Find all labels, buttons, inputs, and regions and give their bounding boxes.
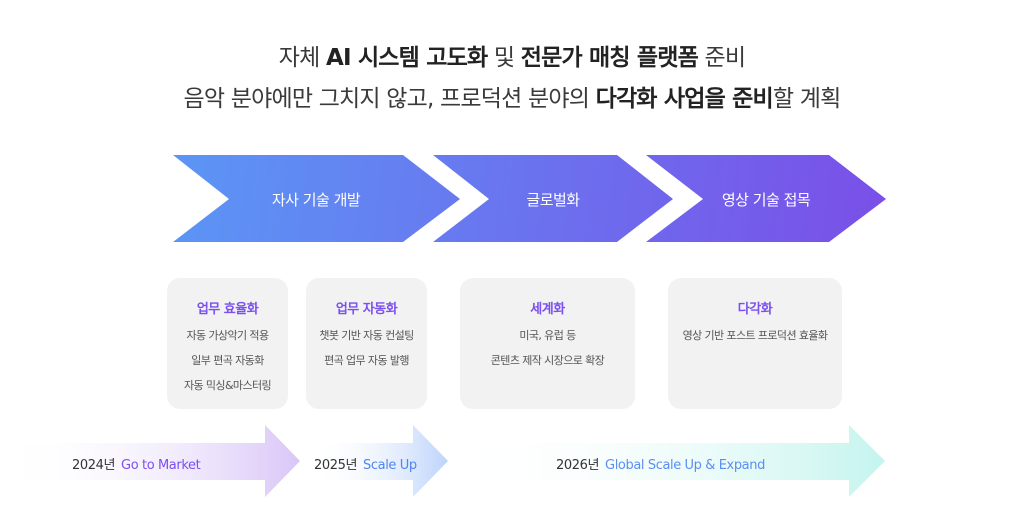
card-line: 미국, 유럽 등 [519, 329, 576, 342]
card-line: 자동 믹싱&마스터링 [183, 379, 272, 392]
headline-text: 할 계획 [772, 86, 841, 112]
timeline-arrow-2026 [455, 425, 885, 497]
card-line: 자동 가상악기 적용 [186, 329, 270, 342]
timeline-tagline: Global Scale Up & Expand [605, 458, 765, 473]
card-title: 다각화 [737, 302, 773, 317]
headline-line-1: 자체 AI 시스템 고도화 및 전문가 매칭 플랫폼 준비 [0, 38, 1024, 72]
stage-chevron-1 [173, 155, 460, 242]
headline-line-2: 음악 분야에만 그치지 않고, 프로덕션 분야의 다각화 사업을 준비할 계획 [0, 79, 1024, 113]
timeline-year: 2025년 [314, 458, 358, 473]
card-efficiency: 업무 효율화 자동 가상악기 적용 일부 편곡 자동화 자동 믹싱&마스터링 [167, 278, 288, 409]
stage-label-1: 자사 기술 개발 [271, 191, 361, 209]
headline-text: 및 [487, 45, 521, 71]
stage-label-2: 글로벌화 [526, 191, 580, 209]
timeline-arrow-2025 [310, 425, 448, 497]
card-diversification: 다각화 영상 기반 포스트 프로덕션 효율화 [668, 278, 842, 409]
timeline-label-2025: 2025년 Scale Up [314, 454, 417, 473]
headline-text: 준비 [698, 45, 747, 71]
card-title: 업무 자동화 [335, 302, 398, 317]
card-line: 일부 편곡 자동화 [191, 354, 264, 367]
card-line: 콘텐츠 제작 시장으로 확장 [490, 354, 605, 367]
card-line: 영상 기반 포스트 프로덕션 효율화 [682, 329, 828, 342]
headline-text: 음악 분야에만 그치지 않고, 프로덕션 분야의 [183, 86, 596, 112]
timeline-tagline: Scale Up [363, 458, 417, 473]
timeline-year: 2026년 [556, 458, 600, 473]
headline-emphasis: 전문가 매칭 플랫폼 [520, 45, 699, 71]
stage-chevron-2 [433, 155, 673, 242]
headline-text: 자체 [278, 45, 326, 71]
card-automation: 업무 자동화 챗봇 기반 자동 컨설팅 편곡 업무 자동 발행 [306, 278, 427, 409]
timeline-label-2024: 2024년 Go to Market [72, 454, 201, 473]
headline-emphasis: AI 시스템 고도화 [325, 45, 488, 71]
timeline-label-2026: 2026년 Global Scale Up & Expand [556, 454, 765, 473]
card-title: 세계화 [530, 302, 565, 317]
headline-emphasis: 다각화 사업을 준비 [595, 86, 774, 112]
card-title: 업무 효율화 [196, 302, 259, 317]
timeline-year: 2024년 [72, 458, 116, 473]
timeline-tagline: Go to Market [121, 458, 201, 473]
card-globalization: 세계화 미국, 유럽 등 콘텐츠 제작 시장으로 확장 [460, 278, 635, 409]
stage-chevron-3 [646, 155, 886, 242]
stage-label-3: 영상 기술 접목 [721, 191, 811, 209]
timeline-arrow-2024 [0, 425, 300, 497]
card-line: 챗봇 기반 자동 컨설팅 [319, 329, 414, 342]
card-line: 편곡 업무 자동 발행 [324, 354, 409, 367]
